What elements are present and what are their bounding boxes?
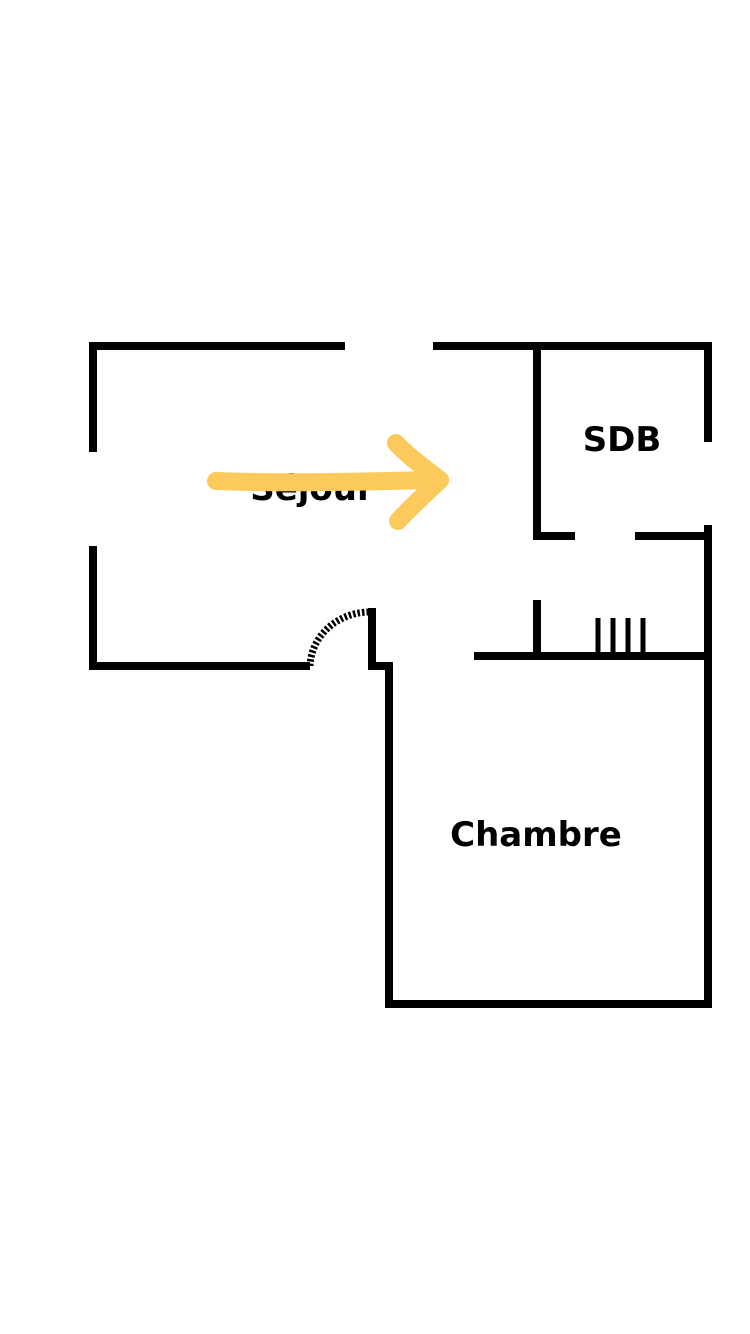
door-swing-arc [306,608,371,667]
walls [89,342,712,1008]
wall-sejour-bottom-left [89,546,310,670]
room-label-chambre: Chambre [450,815,622,855]
wall-sdb-left [533,342,575,540]
arrow-right-icon [207,434,449,530]
wall-sejour-top [89,342,345,452]
wall-top-right [433,342,712,442]
wall-door-jamb [368,525,712,1008]
shelves-icon [595,618,646,656]
room-label-sdb: SDB [583,420,662,460]
